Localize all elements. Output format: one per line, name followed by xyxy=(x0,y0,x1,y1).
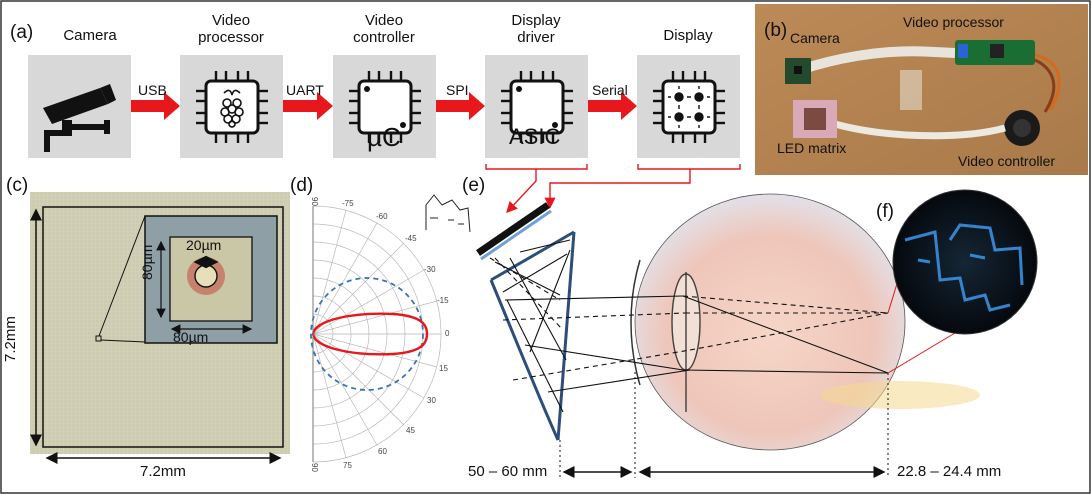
ray-lines xyxy=(494,239,889,413)
polar-tick: 0 xyxy=(445,329,450,338)
microcontroller-chip-icon xyxy=(349,71,421,143)
photo-label-camera: Camera xyxy=(790,30,840,46)
stage-label-camera: Camera xyxy=(63,27,117,44)
hardware-photo xyxy=(755,4,1088,175)
polar-tick: -45 xyxy=(405,234,417,243)
link-label-uart: UART xyxy=(286,82,324,98)
polar-plot xyxy=(310,205,442,463)
inset-pixel-size: 20µm xyxy=(186,237,222,253)
panel-label-d: (d) xyxy=(290,175,314,196)
emission-curve xyxy=(311,312,429,356)
photo-label-controller: Video controller xyxy=(958,153,1056,169)
panel-label-c: (c) xyxy=(6,175,29,196)
link-label-usb: USB xyxy=(138,82,167,98)
panel-label-a: (a) xyxy=(10,22,34,43)
polar-tick: 15 xyxy=(439,364,448,373)
pipeline-boxes xyxy=(28,55,740,158)
stage-label-controller: Video controller xyxy=(353,12,415,46)
dashed-ray-lines xyxy=(489,257,889,381)
eye-illustration xyxy=(630,193,980,451)
distance-display-eye: 50 – 60 mm xyxy=(468,463,548,480)
scene-thumbnail xyxy=(425,194,471,233)
stage-label-processor: Video processor xyxy=(198,12,264,46)
inset-width: 80µm xyxy=(173,329,209,345)
polar-tick: 45 xyxy=(406,426,415,435)
stage-label-driver: Display driver xyxy=(511,12,561,46)
surveillance-camera-icon xyxy=(43,84,116,152)
distance-eye-length: 22.8 – 24.4 mm xyxy=(897,463,1002,480)
pipeline-arrows xyxy=(131,92,637,120)
chip-height: 7.2mm xyxy=(2,316,19,362)
chip-text-uc: µC xyxy=(367,122,401,152)
chip-micrograph xyxy=(30,192,290,464)
inset-height: 80µm xyxy=(139,244,155,280)
link-label-serial: Serial xyxy=(592,82,628,98)
polar-tick: -30 xyxy=(424,265,436,274)
panel-label-f: (f) xyxy=(876,201,894,222)
polar-tick: -75 xyxy=(342,199,354,208)
raspberry-chip-icon xyxy=(196,71,268,143)
stage-label-display: Display xyxy=(663,27,713,44)
polar-tick: -15 xyxy=(437,296,449,305)
panel-label-e: (e) xyxy=(462,175,486,196)
polar-tick: 60 xyxy=(378,447,387,456)
polar-tick: 90 xyxy=(309,197,319,206)
led-chip-icon xyxy=(653,71,725,143)
optical-combiner xyxy=(476,202,576,441)
polar-tick: 75 xyxy=(343,461,352,470)
asic-chip-icon xyxy=(501,71,573,143)
photo-label-led-matrix: LED matrix xyxy=(777,140,847,156)
polar-tick: 30 xyxy=(427,396,436,405)
routing-lines xyxy=(485,164,741,214)
retinal-image xyxy=(887,189,1038,374)
link-label-spi: SPI xyxy=(446,82,469,98)
chip-width: 7.2mm xyxy=(140,463,186,480)
lambertian-curve xyxy=(310,277,424,391)
polar-tick: 90 xyxy=(309,463,319,472)
polar-tick: -60 xyxy=(376,212,388,221)
panel-label-b: (b) xyxy=(764,20,788,41)
photo-label-processor: Video processor xyxy=(903,14,1004,30)
chip-text-asic: ASIC xyxy=(509,124,561,149)
